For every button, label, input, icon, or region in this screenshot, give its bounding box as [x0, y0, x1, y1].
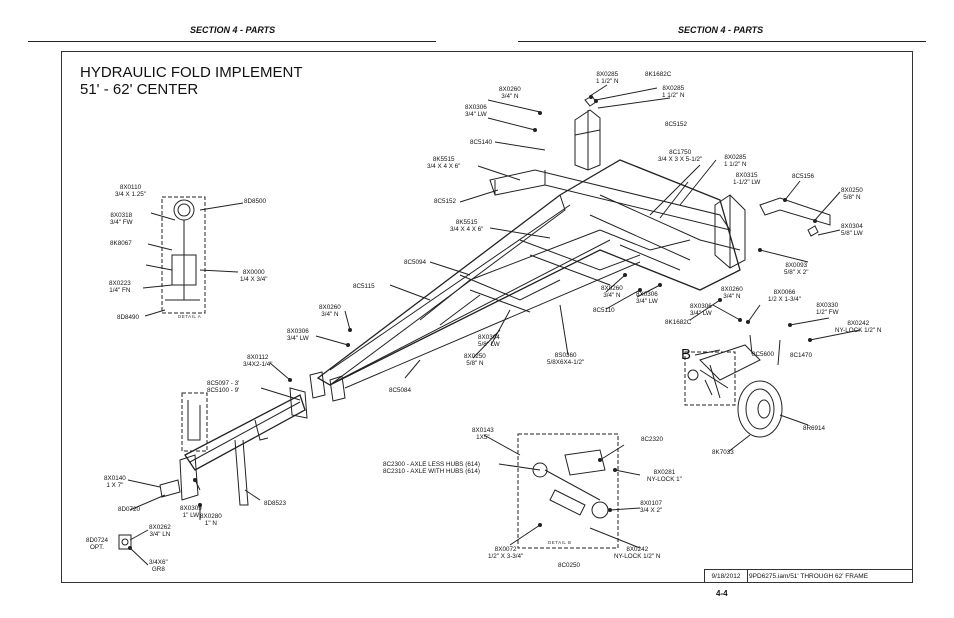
label-8c5110: 8C5110 — [593, 307, 615, 314]
detail-a-caption: DETAIL A — [178, 314, 202, 319]
label-8c1470: 8C1470 — [790, 352, 813, 359]
label-8k1682c-top: 8K1682C — [645, 71, 672, 78]
label-8c2300: 8C2300 - AXLE LESS HUBS (614)8C2310 - AX… — [383, 461, 480, 476]
header-rule-right — [518, 41, 926, 42]
drawing-frame — [61, 51, 913, 583]
label-8c5152-b: 8C5152 — [434, 198, 457, 205]
title-line-1: HYDRAULIC FOLD IMPLEMENT — [80, 64, 303, 81]
page-number: 4-4 — [716, 589, 728, 598]
label-8d8490: 8D8490 — [117, 314, 140, 321]
label-3-4x6-gr8: 3/4X6"GR8 — [149, 559, 168, 574]
title-block-file: 9PD6275.iam/51' THROUGH 62' FRAME — [749, 573, 869, 580]
title-line-2: 51' - 62' CENTER — [80, 81, 199, 98]
label-8c5094: 8C5094 — [404, 259, 427, 266]
title-block: 9/18/2012 9PD6275.iam/51' THROUGH 62' FR… — [704, 569, 913, 583]
title-block-date: 9/18/2012 — [705, 570, 748, 583]
label-8c5115: 8C5115 — [353, 283, 375, 290]
label-8c5152-a: 8C5152 — [665, 121, 688, 128]
label-8c5084: 8C5084 — [389, 387, 412, 394]
header-left: SECTION 4 - PARTS — [190, 25, 276, 35]
detail-b-caption: DETAIL B — [548, 540, 572, 545]
header-rule-left — [28, 41, 436, 42]
detail-b-marker: B — [681, 346, 692, 363]
label-8d8523: 8D8523 — [264, 500, 287, 507]
label-8d0720: 8D0720 — [118, 506, 141, 513]
label-8k8067: 8K8067 — [110, 240, 132, 247]
label-8r6914: 8R6914 — [803, 425, 826, 432]
label-8c5140: 8C5140 — [470, 139, 493, 146]
label-8k1682c-bottom: 8K1682C — [665, 319, 692, 326]
label-8c5097: 8C5097 - 3'8C5100 - 9' — [207, 380, 240, 395]
label-8c5156: 8C5156 — [792, 173, 815, 180]
label-8c5600: 8C5600 — [752, 351, 775, 358]
label-8c2320: 8C2320 — [641, 436, 664, 443]
label-8k7033: 8K7033 — [712, 449, 734, 456]
label-8c0250: 8C0250 — [558, 562, 581, 569]
header-right: SECTION 4 - PARTS — [678, 25, 764, 35]
drawing-title: HYDRAULIC FOLD IMPLEMENT 51' - 62' CENTE… — [80, 64, 303, 98]
label-8d8500: 8D8500 — [244, 198, 267, 205]
